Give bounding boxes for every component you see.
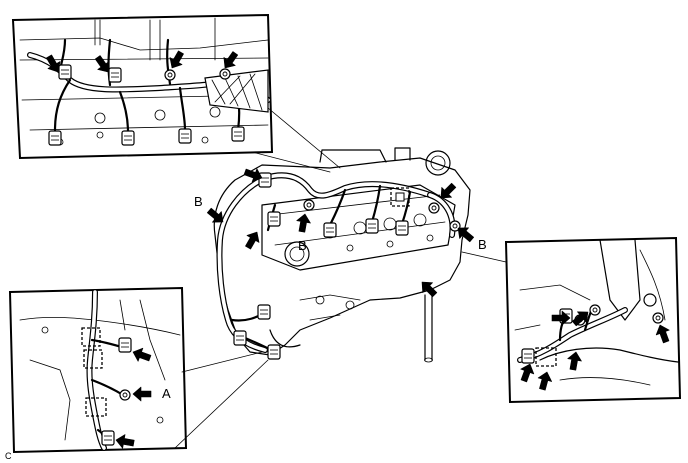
detail-view-right <box>461 236 682 404</box>
label-a: A <box>162 386 171 401</box>
label-b-right: B <box>478 237 487 252</box>
main-engine-view <box>204 147 477 363</box>
label-b-left: B <box>194 194 203 209</box>
label-b-center: B <box>298 238 307 253</box>
detail-view-top-left <box>11 13 341 173</box>
detail-view-bottom-left <box>8 286 269 454</box>
figure-code: C <box>5 451 12 461</box>
